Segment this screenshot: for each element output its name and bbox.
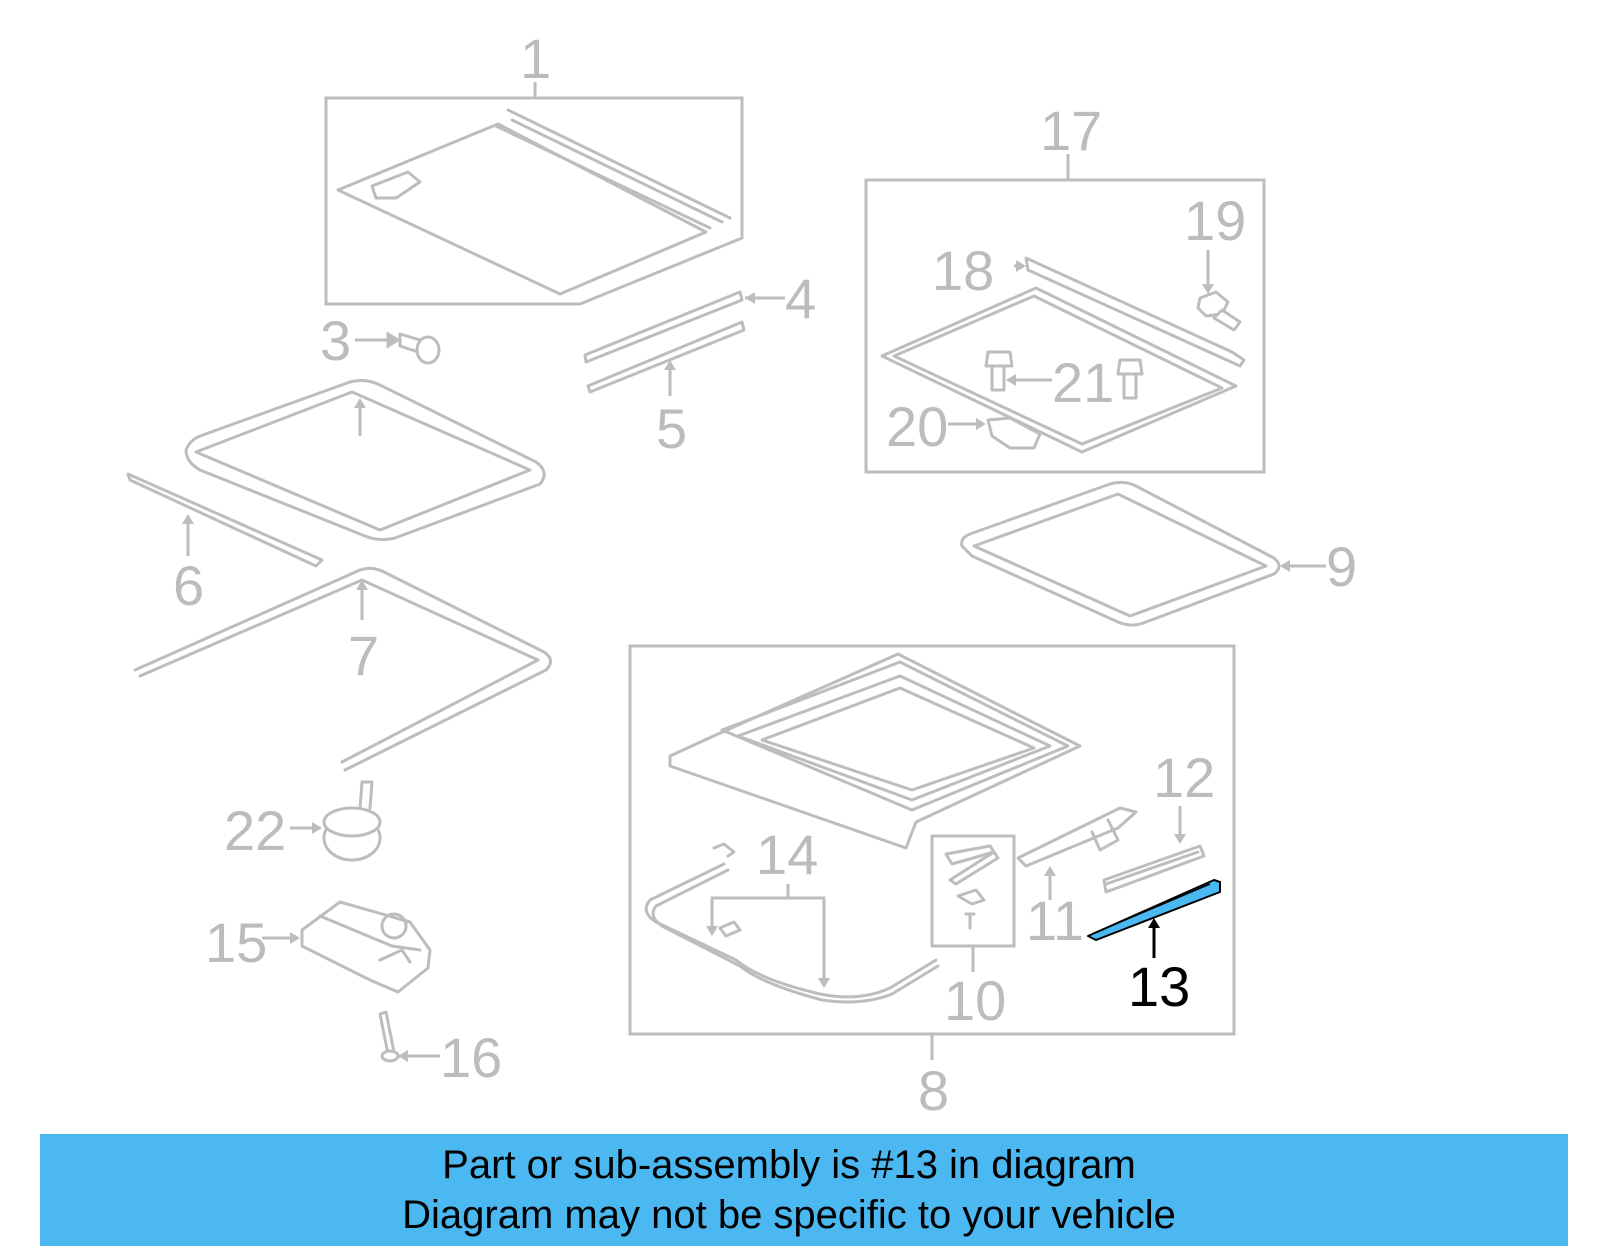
callout-10[interactable]: 10 xyxy=(944,969,1006,1032)
part-16-pin[interactable] xyxy=(378,1010,440,1063)
seal-frame-upper[interactable] xyxy=(184,379,546,542)
part-4-rail[interactable] xyxy=(583,290,785,364)
callout-3[interactable]: 3 xyxy=(320,309,351,372)
callout-13[interactable]: 13 xyxy=(1128,955,1190,1018)
part-14-cables[interactable] xyxy=(644,842,940,1004)
callout-1[interactable]: 1 xyxy=(520,27,551,90)
callout-5[interactable]: 5 xyxy=(656,397,687,460)
callout-16[interactable]: 16 xyxy=(440,1026,502,1089)
part-5-rail[interactable] xyxy=(586,320,746,396)
part-19-bolt[interactable] xyxy=(1196,250,1242,332)
part-7-seal[interactable] xyxy=(133,566,552,772)
part-10-hardware-kit[interactable] xyxy=(930,834,1016,972)
callout-9[interactable]: 9 xyxy=(1326,535,1357,598)
part-11-guide[interactable] xyxy=(1016,806,1138,900)
part-1-glass-assembly[interactable] xyxy=(324,82,744,306)
part-22-motor[interactable] xyxy=(290,780,382,862)
part-20-bracket[interactable] xyxy=(948,416,1042,450)
info-banner: Part or sub-assembly is #13 in diagram D… xyxy=(40,1134,1568,1246)
callout-17[interactable]: 17 xyxy=(1040,99,1102,162)
part-18-rail[interactable] xyxy=(1014,260,1026,272)
callout-21[interactable]: 21 xyxy=(1052,351,1114,414)
part-13-shape xyxy=(1087,879,1221,941)
part-17-glass-assembly[interactable] xyxy=(864,154,1266,474)
callout-15[interactable]: 15 xyxy=(205,911,267,974)
part-13-highlighted[interactable] xyxy=(1087,879,1221,958)
part-9-seal[interactable] xyxy=(960,480,1326,627)
callout-8[interactable]: 8 xyxy=(918,1059,949,1122)
callout-18[interactable]: 18 xyxy=(932,239,994,302)
part-21-bolts[interactable] xyxy=(984,350,1144,400)
part-6-strip[interactable] xyxy=(126,472,324,568)
callout-22[interactable]: 22 xyxy=(224,799,286,862)
callout-7[interactable]: 7 xyxy=(348,624,379,687)
part-8-frame-assembly[interactable] xyxy=(628,644,1236,1060)
part-15-drive-unit[interactable] xyxy=(262,900,432,994)
part-3-bolt[interactable] xyxy=(355,331,441,365)
callout-4[interactable]: 4 xyxy=(785,267,816,330)
banner-line-2: Diagram may not be specific to your vehi… xyxy=(402,1193,1176,1237)
callout-6[interactable]: 6 xyxy=(173,554,204,617)
callout-11[interactable]: 11 xyxy=(1026,889,1084,952)
banner-line-1: Part or sub-assembly is #13 in diagram xyxy=(442,1143,1136,1187)
callout-20[interactable]: 20 xyxy=(886,395,948,458)
callout-12[interactable]: 12 xyxy=(1153,746,1215,809)
callout-14[interactable]: 14 xyxy=(756,823,818,886)
part-12-guide[interactable] xyxy=(1102,806,1206,894)
callout-19[interactable]: 19 xyxy=(1184,189,1246,252)
